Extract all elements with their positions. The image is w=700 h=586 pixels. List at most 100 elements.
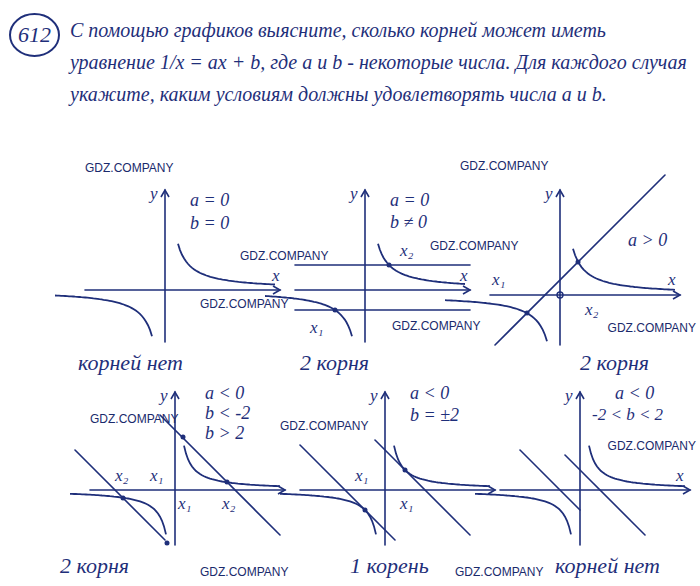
x-axis bbox=[90, 489, 285, 491]
root-label: x₂ bbox=[222, 494, 235, 514]
root-label: x₁ bbox=[400, 494, 413, 514]
answer-label: корней нет bbox=[78, 350, 183, 375]
x-axis bbox=[500, 489, 690, 491]
watermark: GDZ.COMPANY bbox=[85, 162, 173, 176]
y-axis bbox=[164, 190, 166, 342]
line-y-b bbox=[295, 264, 470, 266]
watermark: GDZ.COMPANY bbox=[392, 320, 480, 334]
origin-circle bbox=[557, 292, 563, 298]
condition-label: b = ±2 bbox=[410, 405, 459, 426]
problem-number: 612 bbox=[8, 12, 61, 48]
axis-label: y bbox=[545, 184, 553, 204]
watermark: GDZ.COMPANY bbox=[455, 566, 543, 580]
watermark: GDZ.COMPANY bbox=[430, 240, 518, 254]
answer-label: 2 корня bbox=[60, 553, 129, 578]
straight-line bbox=[160, 415, 280, 535]
axis-label: y bbox=[150, 184, 158, 204]
root-label: x₁ bbox=[492, 270, 505, 290]
axis-label: x bbox=[668, 270, 676, 290]
intersection-dot bbox=[333, 308, 338, 313]
axis-arrow bbox=[683, 486, 690, 494]
axis-arrow bbox=[673, 291, 680, 299]
condition-label: a = 0 bbox=[190, 190, 229, 211]
y-axis bbox=[384, 392, 386, 545]
root-label: x₂ bbox=[585, 300, 598, 320]
watermark: GDZ.COMPANY bbox=[200, 298, 288, 312]
root-label: x₁ bbox=[150, 466, 163, 486]
intersection-dot bbox=[181, 435, 186, 440]
axis-label: y bbox=[565, 386, 573, 406]
root-label: x₁ bbox=[310, 318, 323, 338]
answer-label: корней нет bbox=[555, 553, 660, 578]
condition-label: b > 2 bbox=[205, 423, 244, 444]
straight-line bbox=[495, 175, 665, 345]
hyperbola-branch bbox=[394, 446, 490, 487]
intersection-dot bbox=[363, 508, 368, 513]
x-axis bbox=[295, 289, 470, 291]
straight-line bbox=[75, 450, 165, 540]
line-y-b bbox=[295, 309, 470, 311]
axis-arrow bbox=[576, 392, 584, 399]
root-label: x₁ bbox=[178, 494, 191, 514]
answer-label: 2 корня bbox=[300, 350, 369, 375]
x-axis bbox=[85, 289, 280, 291]
hyperbola-branch bbox=[55, 296, 152, 337]
y-axis bbox=[559, 190, 561, 345]
condition-label: a > 0 bbox=[628, 230, 667, 251]
hyperbola-branch bbox=[70, 494, 166, 535]
condition-label: b = 0 bbox=[190, 213, 229, 234]
x-axis bbox=[300, 489, 495, 491]
answer-label: 1 корень bbox=[350, 553, 429, 578]
problem-number-circle: 612 bbox=[8, 12, 61, 58]
intersection-dot bbox=[525, 311, 530, 316]
problem-text: С помощью графиков выясните, сколько кор… bbox=[70, 14, 690, 110]
watermark: GDZ.COMPANY bbox=[200, 566, 288, 580]
root-label: x₂ bbox=[400, 241, 413, 261]
axis-label: x bbox=[272, 266, 280, 286]
hyperbola-branch bbox=[573, 249, 675, 290]
axis-arrow bbox=[556, 190, 564, 197]
watermark: GDZ.COMPANY bbox=[608, 440, 696, 454]
condition-label: a < 0 bbox=[615, 383, 654, 404]
axis-arrow bbox=[161, 190, 169, 197]
intersection-dot bbox=[225, 480, 230, 485]
straight-line bbox=[520, 450, 580, 510]
condition-label: a < 0 bbox=[205, 383, 244, 404]
intersection-dot bbox=[165, 541, 170, 546]
intersection-dot bbox=[403, 468, 408, 473]
y-axis bbox=[364, 190, 366, 342]
intersection-dot bbox=[121, 496, 126, 501]
axis-label: x bbox=[676, 466, 684, 486]
axis-arrow bbox=[361, 190, 369, 197]
axis-arrow bbox=[273, 286, 280, 294]
axis-arrow bbox=[171, 392, 179, 399]
condition-label: a = 0 bbox=[390, 190, 429, 211]
root-label: x₂ bbox=[115, 466, 128, 486]
hyperbola-branch bbox=[280, 494, 376, 535]
condition-label: b < -2 bbox=[205, 403, 250, 424]
straight-line bbox=[300, 445, 395, 540]
axis-label: y bbox=[350, 184, 358, 204]
intersection-dot bbox=[576, 260, 581, 265]
watermark: GDZ.COMPANY bbox=[608, 322, 696, 336]
axis-arrow bbox=[463, 286, 470, 294]
watermark: GDZ.COMPANY bbox=[240, 250, 328, 264]
axis-arrow bbox=[381, 392, 389, 399]
axis-label: x bbox=[460, 266, 468, 286]
hyperbola-branch bbox=[475, 494, 571, 535]
axis-label: y bbox=[370, 386, 378, 406]
root-label: x₁ bbox=[355, 466, 368, 486]
axis-label: y bbox=[160, 386, 168, 406]
answer-label: 2 корня bbox=[580, 350, 649, 375]
axis-arrow bbox=[278, 486, 285, 494]
watermark: GDZ.COMPANY bbox=[280, 420, 368, 434]
condition-label: -2 < b < 2 bbox=[592, 405, 663, 425]
intersection-dot bbox=[387, 263, 392, 268]
hyperbola-branch bbox=[184, 446, 280, 487]
straight-line bbox=[375, 440, 470, 535]
condition-label: b ≠ 0 bbox=[390, 212, 427, 233]
axis-arrow bbox=[488, 486, 495, 494]
watermark: GDZ.COMPANY bbox=[460, 160, 548, 174]
condition-label: a < 0 bbox=[410, 383, 449, 404]
x-axis bbox=[490, 294, 680, 296]
